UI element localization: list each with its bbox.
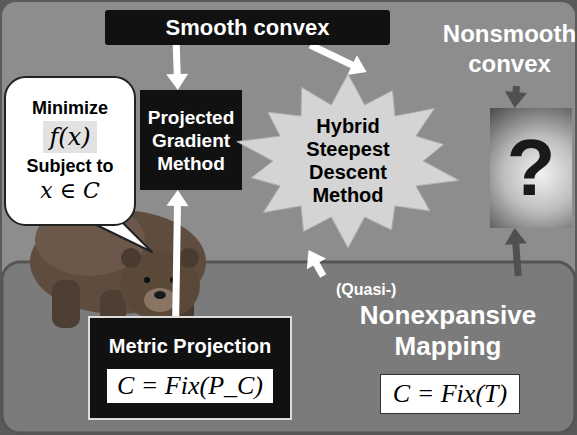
node-text: Projected Gradient Method [144, 106, 238, 175]
node-text: (Quasi-) [336, 280, 577, 300]
node-text: f(x) [43, 121, 96, 153]
arrow-head [505, 91, 527, 108]
arrow-line [516, 242, 519, 276]
node-text: C = Fix(T) [393, 379, 507, 409]
question-box: ? [490, 108, 572, 228]
arrow-connector [505, 86, 527, 108]
arrow-line [176, 204, 178, 316]
node-text: x ∈ C [40, 177, 100, 205]
starburst-shape: Hybrid Steepest Descent Method [232, 72, 464, 250]
starburst-polygon [237, 74, 459, 248]
arrow-connector [310, 45, 366, 75]
node-text: ? [507, 122, 556, 214]
arrow-head [505, 228, 527, 245]
arrow-connector [505, 228, 527, 276]
node-text: Smooth convex [166, 15, 330, 41]
node-text: Subject to [26, 155, 113, 177]
arrow-line [310, 45, 354, 66]
arrow-line [176, 45, 177, 76]
projection-box: Metric Projection C = Fix(P_C) [88, 316, 292, 420]
arrow-connector [166, 45, 188, 90]
arrow-line [315, 262, 323, 276]
category-label: Nonsmooth convex [440, 12, 577, 86]
method-box: Projected Gradient Method [140, 90, 242, 190]
arrow-head [347, 55, 366, 75]
arrow-head [307, 250, 326, 269]
arrow-connector [307, 250, 326, 276]
category-bar: Smooth convex [105, 10, 390, 45]
arrow-head [166, 190, 188, 206]
formula-box: C = Fix(T) [380, 374, 520, 414]
node-text: Minimize [32, 97, 108, 119]
node-text: C = Fix(P_C) [107, 369, 273, 403]
arrow-head [166, 74, 188, 90]
mapping-region: (Quasi-)Nonexpansive Mapping [318, 276, 577, 366]
node-text: Nonexpansive Mapping [318, 300, 577, 362]
node-text: Nonsmooth convex [440, 19, 577, 79]
node-text: Metric Projection [109, 333, 271, 359]
node-text: Hybrid Steepest Descent Method [287, 115, 409, 207]
arrow-connector [166, 190, 188, 316]
speech-bubble: Minimizef(x)Subject tox ∈ C [4, 76, 136, 226]
